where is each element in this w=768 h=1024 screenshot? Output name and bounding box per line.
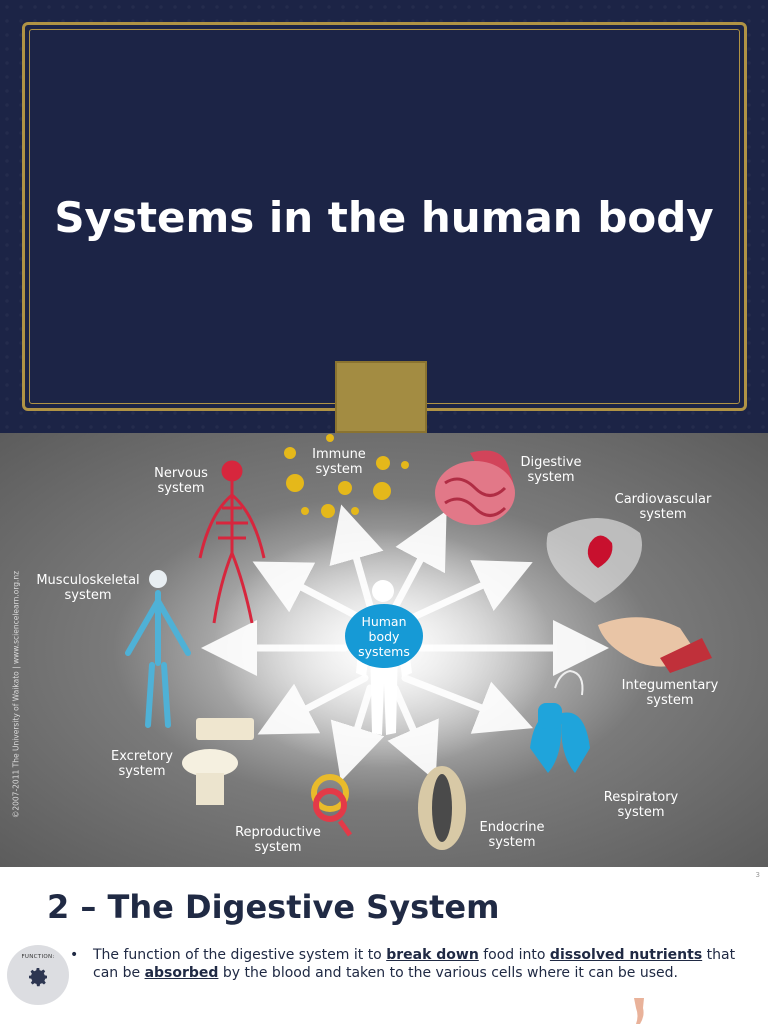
function-badge: FUNCTION: (7, 945, 69, 1005)
digestive-slide: 3 2 – The Digestive System FUNCTION: • T… (0, 867, 768, 1024)
integumentary-figure (598, 617, 712, 673)
label-integumentary: Integumentary system (605, 678, 735, 708)
label-musculoskeletal: Musculoskeletal system (23, 573, 153, 603)
label-nervous: Nervous system (116, 466, 246, 496)
slide-title: Systems in the human body (0, 190, 768, 246)
keyword-break-down: break down (386, 947, 479, 963)
text-part: food into (479, 947, 550, 963)
keyword-absorbed: absorbed (145, 965, 219, 981)
label-digestive: Digestive system (486, 455, 616, 485)
text-part: by the blood and taken to the various ce… (218, 965, 678, 981)
label-endocrine: Endocrine system (447, 820, 577, 850)
slide-heading: 2 – The Digestive System (47, 885, 499, 929)
cardiovascular-figure (547, 518, 642, 603)
page-number: 3 (756, 871, 760, 879)
body-systems-diagram: ©2007-2011 The University of Waikato | w… (0, 433, 768, 867)
text-part: The function of the digestive system it … (93, 947, 386, 963)
gear-icon (26, 965, 50, 989)
function-description: The function of the digestive system it … (93, 946, 753, 982)
copyright-notice: ©2007-2011 The University of Waikato | w… (12, 505, 21, 868)
bullet-marker: • (70, 947, 78, 963)
accent-square (335, 361, 427, 433)
label-immune: Immune system (274, 447, 404, 477)
function-badge-label: FUNCTION: (7, 954, 69, 960)
digestive-tract-thumbnail (632, 998, 646, 1024)
label-respiratory: Respiratory system (576, 790, 706, 820)
title-slide: Systems in the human body (0, 0, 768, 433)
label-excretory: Excretory system (77, 749, 207, 779)
hub-label: Human body systems (345, 604, 423, 668)
label-cardiovascular: Cardiovascular system (598, 492, 728, 522)
label-reproductive: Reproductive system (213, 825, 343, 855)
keyword-dissolved-nutrients: dissolved nutrients (550, 947, 702, 963)
